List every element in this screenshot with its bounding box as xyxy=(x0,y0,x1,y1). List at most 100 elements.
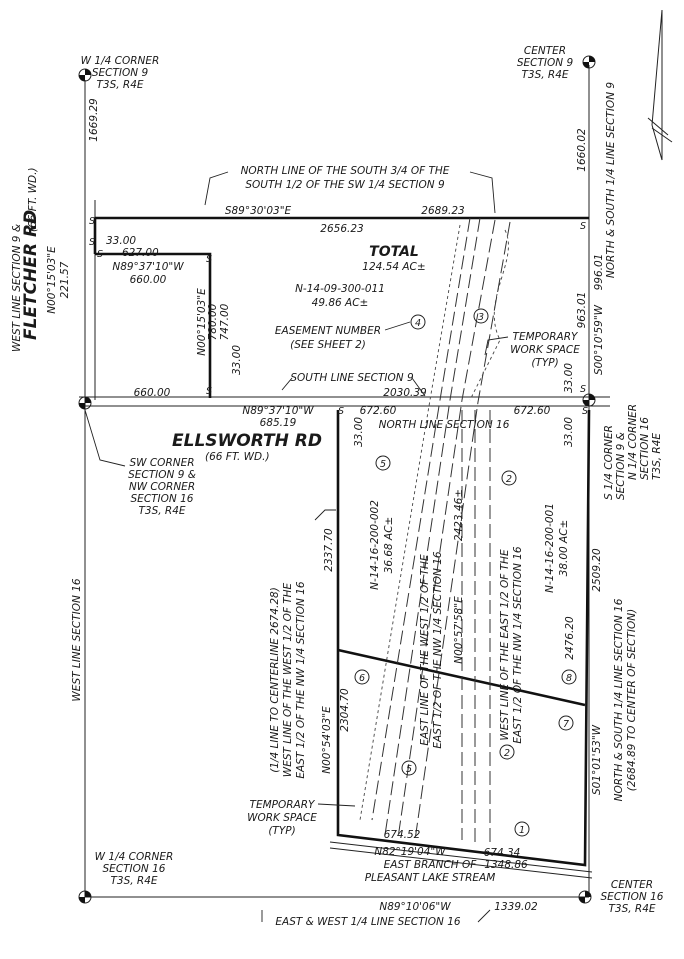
svg-text:(TYP): (TYP) xyxy=(531,357,558,369)
s-mark-6: S xyxy=(206,386,212,397)
dim-660a: 660.00 xyxy=(130,274,167,286)
svg-text:(SEE SHEET 2): (SEE SHEET 2) xyxy=(290,339,366,351)
dim-1669: 1669.29 xyxy=(88,98,100,142)
ns-quarter-line-sec16-label: NORTH & SOUTH 1/4 LINE SECTION 16 (2684.… xyxy=(613,598,638,801)
north-line-label: NORTH LINE OF THE SOUTH 3/4 OF THE SOUTH… xyxy=(241,165,450,191)
svg-text:TEMPORARY: TEMPORARY xyxy=(250,799,316,811)
bearing-n89-c: N89°10'06"W xyxy=(379,901,451,913)
svg-text:SW CORNER: SW CORNER xyxy=(129,457,194,469)
bearing-n00-a: N00°15'03"E xyxy=(46,246,58,314)
svg-text:2476.20: 2476.20 xyxy=(564,616,576,660)
svg-text:N00°15'03"E: N00°15'03"E xyxy=(46,246,58,314)
dim-672b: 672.60 xyxy=(514,405,551,417)
dim-2476: 2476.20 xyxy=(564,616,576,660)
svg-text:NORTH & SOUTH 1/4 LINE SECTION: NORTH & SOUTH 1/4 LINE SECTION 9 xyxy=(605,82,617,278)
monument-sw-sec9-icon xyxy=(78,396,92,410)
svg-text:(1/4 LINE TO CENTERLINE 2674.2: (1/4 LINE TO CENTERLINE 2674.28) xyxy=(269,587,281,773)
west-line-sec16-label: WEST LINE SECTION 16 xyxy=(71,578,83,701)
bubble-3-icon: 3 xyxy=(473,308,489,324)
svg-text:4: 4 xyxy=(415,318,421,329)
bubble-2-icon: 2 xyxy=(501,470,517,486)
s-mark-8: S xyxy=(338,406,344,417)
bubble-2b-icon: 2 xyxy=(499,744,515,760)
svg-text:8: 8 xyxy=(566,673,572,684)
svg-text:5: 5 xyxy=(406,764,412,775)
monument-center-sec9-icon xyxy=(582,55,596,69)
parcel-1-area: 49.86 AC± xyxy=(312,297,369,309)
svg-text:N00°15'03"E: N00°15'03"E xyxy=(196,288,208,356)
parcel-3-label: N-14-16-200-001 38.00 AC± xyxy=(544,503,570,593)
bearing-n89-a: N89°37'10"W xyxy=(112,261,184,273)
dim-2689: 2689.23 xyxy=(421,205,464,217)
corner-label-center-sec16: CENTER SECTION 16 T3S, R4E xyxy=(601,879,664,915)
dim-1348: 1348.86 xyxy=(484,859,528,871)
dim-780: 780.00 xyxy=(207,303,219,340)
dim-33b: 33.00 xyxy=(231,345,243,375)
svg-text:33.00: 33.00 xyxy=(231,345,243,375)
svg-text:S 1/4 CORNER: S 1/4 CORNER xyxy=(603,425,615,500)
svg-text:EAST 1/2 OF THE NW 1/4 SECTION: EAST 1/2 OF THE NW 1/4 SECTION 16 xyxy=(432,551,444,748)
svg-text:SOUTH 1/2 OF THE SW 1/4 SECTIO: SOUTH 1/2 OF THE SW 1/4 SECTION 9 xyxy=(245,179,445,191)
dim-2030: 2030.39 xyxy=(383,387,427,399)
svg-text:ELLSWORTH RD: ELLSWORTH RD xyxy=(172,431,322,451)
bearing-s00: S00°10'59"W xyxy=(593,304,605,375)
svg-text:S00°10'59"W: S00°10'59"W xyxy=(593,304,605,375)
svg-text:WORK SPACE: WORK SPACE xyxy=(247,812,317,824)
svg-text:N-14-16-200-002: N-14-16-200-002 xyxy=(369,500,381,590)
svg-text:2: 2 xyxy=(504,748,510,759)
svg-text:T3S, R4E: T3S, R4E xyxy=(608,903,655,915)
svg-text:(66 FT. WD.): (66 FT. WD.) xyxy=(27,167,39,232)
svg-text:996.01: 996.01 xyxy=(593,254,605,291)
svg-text:FLETCHER RD: FLETCHER RD xyxy=(21,210,41,340)
svg-text:W 1/4 CORNER: W 1/4 CORNER xyxy=(81,55,160,67)
centerline-label: (1/4 LINE TO CENTERLINE 2674.28) WEST LI… xyxy=(269,581,307,778)
svg-text:TEMPORARY: TEMPORARY xyxy=(513,331,579,343)
svg-text:SECTION 16: SECTION 16 xyxy=(103,863,166,875)
svg-text:NORTH LINE OF THE SOUTH 3/4 OF: NORTH LINE OF THE SOUTH 3/4 OF THE xyxy=(241,165,450,177)
ew-line-leader xyxy=(261,909,491,923)
svg-text:(2684.89 TO CENTER OF SECTION): (2684.89 TO CENTER OF SECTION) xyxy=(626,609,638,791)
svg-text:T3S, R4E: T3S, R4E xyxy=(96,79,143,91)
bubble-5b-icon: 5 xyxy=(401,760,417,776)
easement-note: EASEMENT NUMBER (SEE SHEET 2) xyxy=(275,325,381,351)
svg-text:S01°01'53"W: S01°01'53"W xyxy=(591,724,603,795)
s-mark-9: S xyxy=(582,406,588,417)
svg-text:1: 1 xyxy=(519,825,525,836)
bubble-5-icon: 5 xyxy=(375,455,391,471)
easement-leader xyxy=(384,321,411,331)
dim-672a: 672.60 xyxy=(360,405,397,417)
svg-text:2423.46±: 2423.46± xyxy=(453,489,465,541)
monument-s14-sec9-icon xyxy=(582,393,596,407)
bearing-n00-d: N00°54'03"E xyxy=(321,706,333,774)
svg-text:2: 2 xyxy=(506,474,512,485)
svg-text:SECTION 9: SECTION 9 xyxy=(517,57,574,69)
svg-text:WEST LINE OF THE EAST 1/2 OF T: WEST LINE OF THE EAST 1/2 OF THE xyxy=(499,549,511,741)
total-area: 124.54 AC± xyxy=(362,261,425,273)
svg-text:2337.70: 2337.70 xyxy=(323,528,335,572)
parcel-2-label: N-14-16-200-002 36.68 AC± xyxy=(369,500,395,590)
exception-boundary xyxy=(95,252,212,398)
svg-text:33.00: 33.00 xyxy=(563,417,575,447)
dim-2656: 2656.23 xyxy=(320,223,363,235)
svg-text:36.68 AC±: 36.68 AC± xyxy=(383,517,395,574)
dim-747: 747.00 xyxy=(219,303,231,340)
svg-text:EASEMENT NUMBER: EASEMENT NUMBER xyxy=(275,325,381,337)
svg-text:N00°54'03"E: N00°54'03"E xyxy=(321,706,333,774)
svg-text:CENTER: CENTER xyxy=(611,879,653,891)
ns-quarter-line-sec9-label: NORTH & SOUTH 1/4 LINE SECTION 9 xyxy=(605,82,617,278)
svg-text:33.00: 33.00 xyxy=(563,363,575,393)
bearing-n00-b: N00°15'03"E xyxy=(196,288,208,356)
svg-text:33.00: 33.00 xyxy=(353,417,365,447)
svg-text:SECTION 16: SECTION 16 xyxy=(131,493,194,505)
svg-text:WEST LINE SECTION 9 &: WEST LINE SECTION 9 & xyxy=(11,224,23,352)
s-mark-1: S xyxy=(89,216,95,227)
svg-text:1660.02: 1660.02 xyxy=(576,128,588,172)
svg-text:EAST LINE OF THE WEST 1/2 OF T: EAST LINE OF THE WEST 1/2 OF THE xyxy=(419,554,431,746)
svg-text:T3S, R4E: T3S, R4E xyxy=(651,433,663,480)
svg-text:6: 6 xyxy=(359,673,365,684)
svg-text:SECTION 9: SECTION 9 xyxy=(92,67,149,79)
svg-text:W 1/4 CORNER: W 1/4 CORNER xyxy=(95,851,174,863)
dim-627: 627.00 xyxy=(122,247,159,259)
east-line-w12-label: EAST LINE OF THE WEST 1/2 OF THE EAST 1/… xyxy=(419,551,444,748)
